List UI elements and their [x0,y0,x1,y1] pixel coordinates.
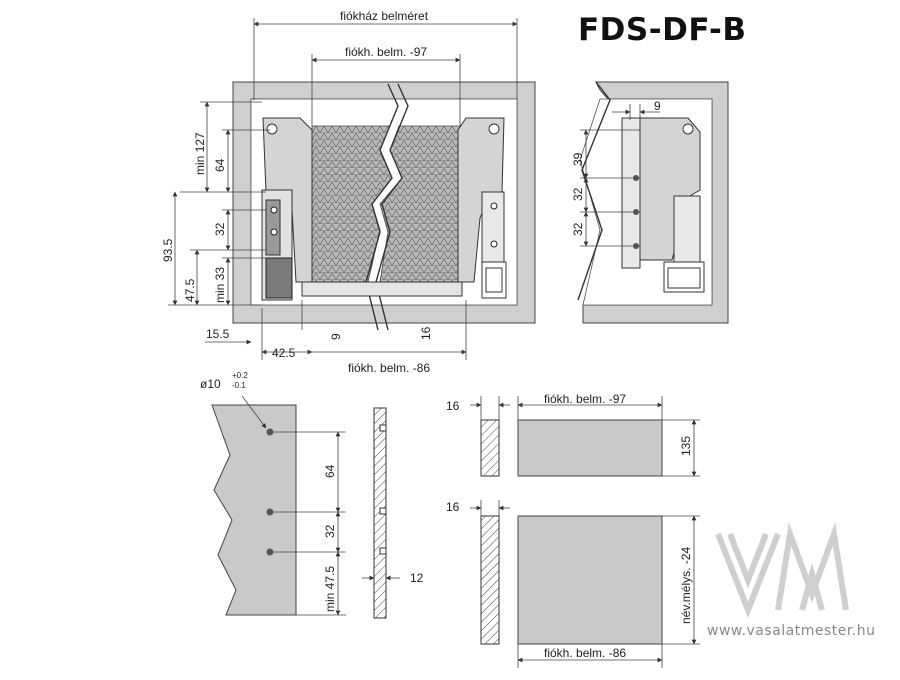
panel-dim-front-width: fiókh. belm. -97 [544,392,626,406]
dim-16: 16 [419,326,433,340]
dim-9: 9 [329,333,343,340]
drill-dim-64: 64 [323,464,337,478]
side-panel [211,404,297,616]
front-hatched [480,419,500,477]
dim-47-5: 47.5 [183,278,197,302]
drawer-mesh-panel-right [379,125,461,283]
dim-93-5: 93.5 [161,238,175,262]
drilling-dimensions [241,395,400,616]
hole-tolerance-upper: +0.2 [232,371,248,380]
hole-tolerance-lower: -0.1 [232,381,246,390]
panel-dim-16a: 16 [446,399,460,413]
front-section-view [232,81,536,331]
panel-dim-front-height: 135 [679,436,693,456]
product-title: FDS-DF-B [578,12,747,48]
side-view-dimensions [580,104,660,247]
side-dim-39: 39 [571,152,585,166]
bottom-hatched [480,515,500,645]
drilling-diagram [211,404,387,619]
bottom-panel [517,515,663,645]
dim-32: 32 [213,222,227,236]
front-panel [517,419,663,477]
side-dim-32b: 32 [571,222,585,236]
side-dim-9: 9 [654,99,661,113]
vm-logo [715,522,849,619]
cut-panels [480,419,663,645]
dim-drawer-width-86: fiókh. belm. -86 [348,361,430,375]
hole-diameter: ø10 [200,377,221,391]
side-bracket [639,117,701,261]
side-section-view [577,81,729,324]
panel-dim-bottom-depth: név.mélys. -24 [679,547,693,624]
dim-15-5: 15.5 [206,327,230,341]
drill-dim-min-47-5: min 47.5 [323,566,337,612]
top-view-dimensions [168,18,518,360]
dim-min-33: min 33 [213,267,227,303]
dim-drawer-width-97: fiókh. belm. -97 [345,45,427,59]
dim-42-5: 42.5 [272,346,296,360]
drill-dim-32: 32 [323,524,337,538]
dim-cabinet-inner-width: fiókház belméret [340,9,429,23]
website-url: www.vasalatmester.hu [707,623,876,639]
panel-dim-16b: 16 [446,500,460,514]
panel-dim-bottom-width: fiókh. belm. -86 [544,646,626,660]
side-dim-32a: 32 [571,187,585,201]
panel-dimensions [470,396,700,668]
dim-64: 64 [213,158,227,172]
dim-min-127: min 127 [193,132,207,175]
drill-dim-12: 12 [410,571,424,585]
